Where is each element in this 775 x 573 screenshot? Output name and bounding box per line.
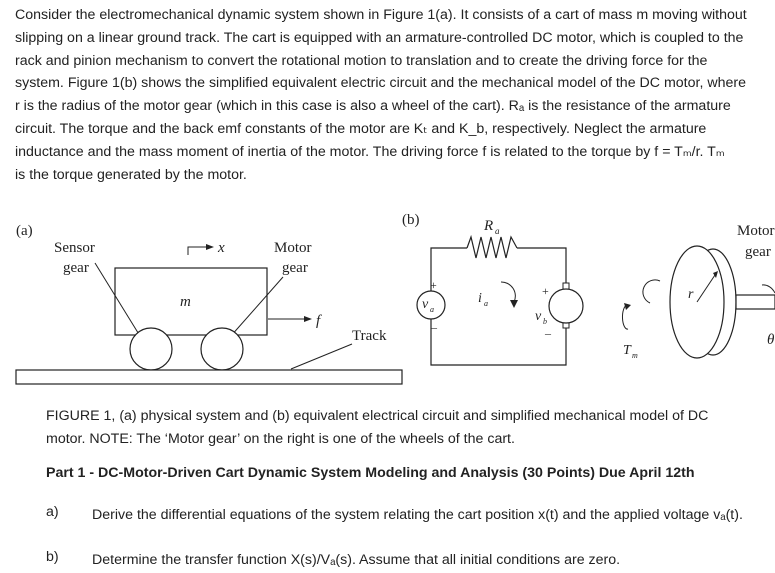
intro-line-7: inductance and the mass moment of inerti… [15,143,725,160]
motor-gear-label-2: gear [282,260,308,276]
motor-shaft [735,294,775,310]
shaft-rotation-arc [761,284,775,294]
figure-label-b: (b) [402,212,420,228]
question-b-text: Determine the transfer function X(s)/Vₐ(… [92,552,621,568]
question-a-mark: a) [46,504,59,520]
dc-motor [548,288,584,324]
figure-label-a: (a) [16,223,33,239]
va-subscript: a [430,305,434,314]
problem-statement: Consider the electromechanical dynamic s… [15,4,775,186]
motor-brush-top [562,282,570,290]
cart-body [114,267,268,336]
ra-subscript: a [495,226,500,236]
theta-label: θ [767,332,775,348]
sensor-gear-label-2: gear [63,260,89,276]
figure-1: (a) Sensor gear x Motor gear m f Track (… [15,212,775,385]
va-minus: – [430,320,438,334]
motor-gear-right-label: Motor [737,223,775,239]
force-arrowhead [304,316,312,322]
x-arrowhead [206,244,214,250]
mass-label: m [180,294,191,310]
vb-subscript: b [543,317,547,326]
radius-arrowhead [713,271,718,278]
intro-line-2: slipping on a linear ground track. The c… [15,29,744,46]
current-arrow [500,281,516,303]
current-arrowhead [510,300,518,308]
motor-gear-wheel [200,327,244,371]
intro-line-1: Consider the electromechanical dynamic s… [15,7,747,23]
tm-label: T [623,343,632,358]
intro-line-6: circuit. The torque and the back emf con… [15,120,707,137]
track-leader [290,343,353,370]
vb-plus: + [542,284,549,298]
circuit-wires [430,234,567,366]
torque-arrowhead [624,303,631,310]
track-label: Track [352,328,387,344]
gear-rotation-arc [642,279,661,304]
sensor-gear-leader [94,262,141,337]
x-axis-marker [187,246,206,255]
va-plus: + [430,278,437,292]
x-label: x [217,240,225,256]
resistor-ra [466,234,518,259]
sensor-gear-wheel [129,327,173,371]
intro-line-4: system. Figure 1(b) shows the simplified… [15,75,746,92]
motor-gear-leader [229,276,284,338]
caption-line-2: motor. NOTE: The ‘Motor gear’ on the rig… [46,430,515,447]
motor-gear-label: Motor [274,240,312,256]
r-label: r [688,287,694,302]
figure-caption: FIGURE 1, (a) physical system and (b) eq… [46,405,766,450]
vb-label: v [535,309,542,324]
tm-subscript: m [632,351,638,360]
sensor-gear-label: Sensor [54,240,95,256]
intro-line-3: rack and pinion mechanism to convert the… [15,52,708,69]
part-1-heading: Part 1 - DC-Motor-Driven Cart Dynamic Sy… [46,465,695,481]
force-label: f [316,313,322,329]
ra-label: R [483,218,493,234]
caption-line-1: FIGURE 1, (a) physical system and (b) eq… [46,408,709,424]
ia-label: i [478,291,482,306]
intro-line-5: r is the radius of the motor gear (which… [15,98,731,115]
motor-gear-right-label-2: gear [745,244,771,260]
voltage-source-va [416,290,446,320]
va-label: v [422,297,429,312]
track [15,369,403,385]
vb-minus: – [544,326,552,340]
question-b-mark: b) [46,549,59,565]
intro-line-8: is the torque generated by the motor. [15,166,247,183]
ia-subscript: a [484,299,488,308]
radius-arrow [696,274,716,303]
question-a-text: Derive the differential equations of the… [92,507,743,523]
